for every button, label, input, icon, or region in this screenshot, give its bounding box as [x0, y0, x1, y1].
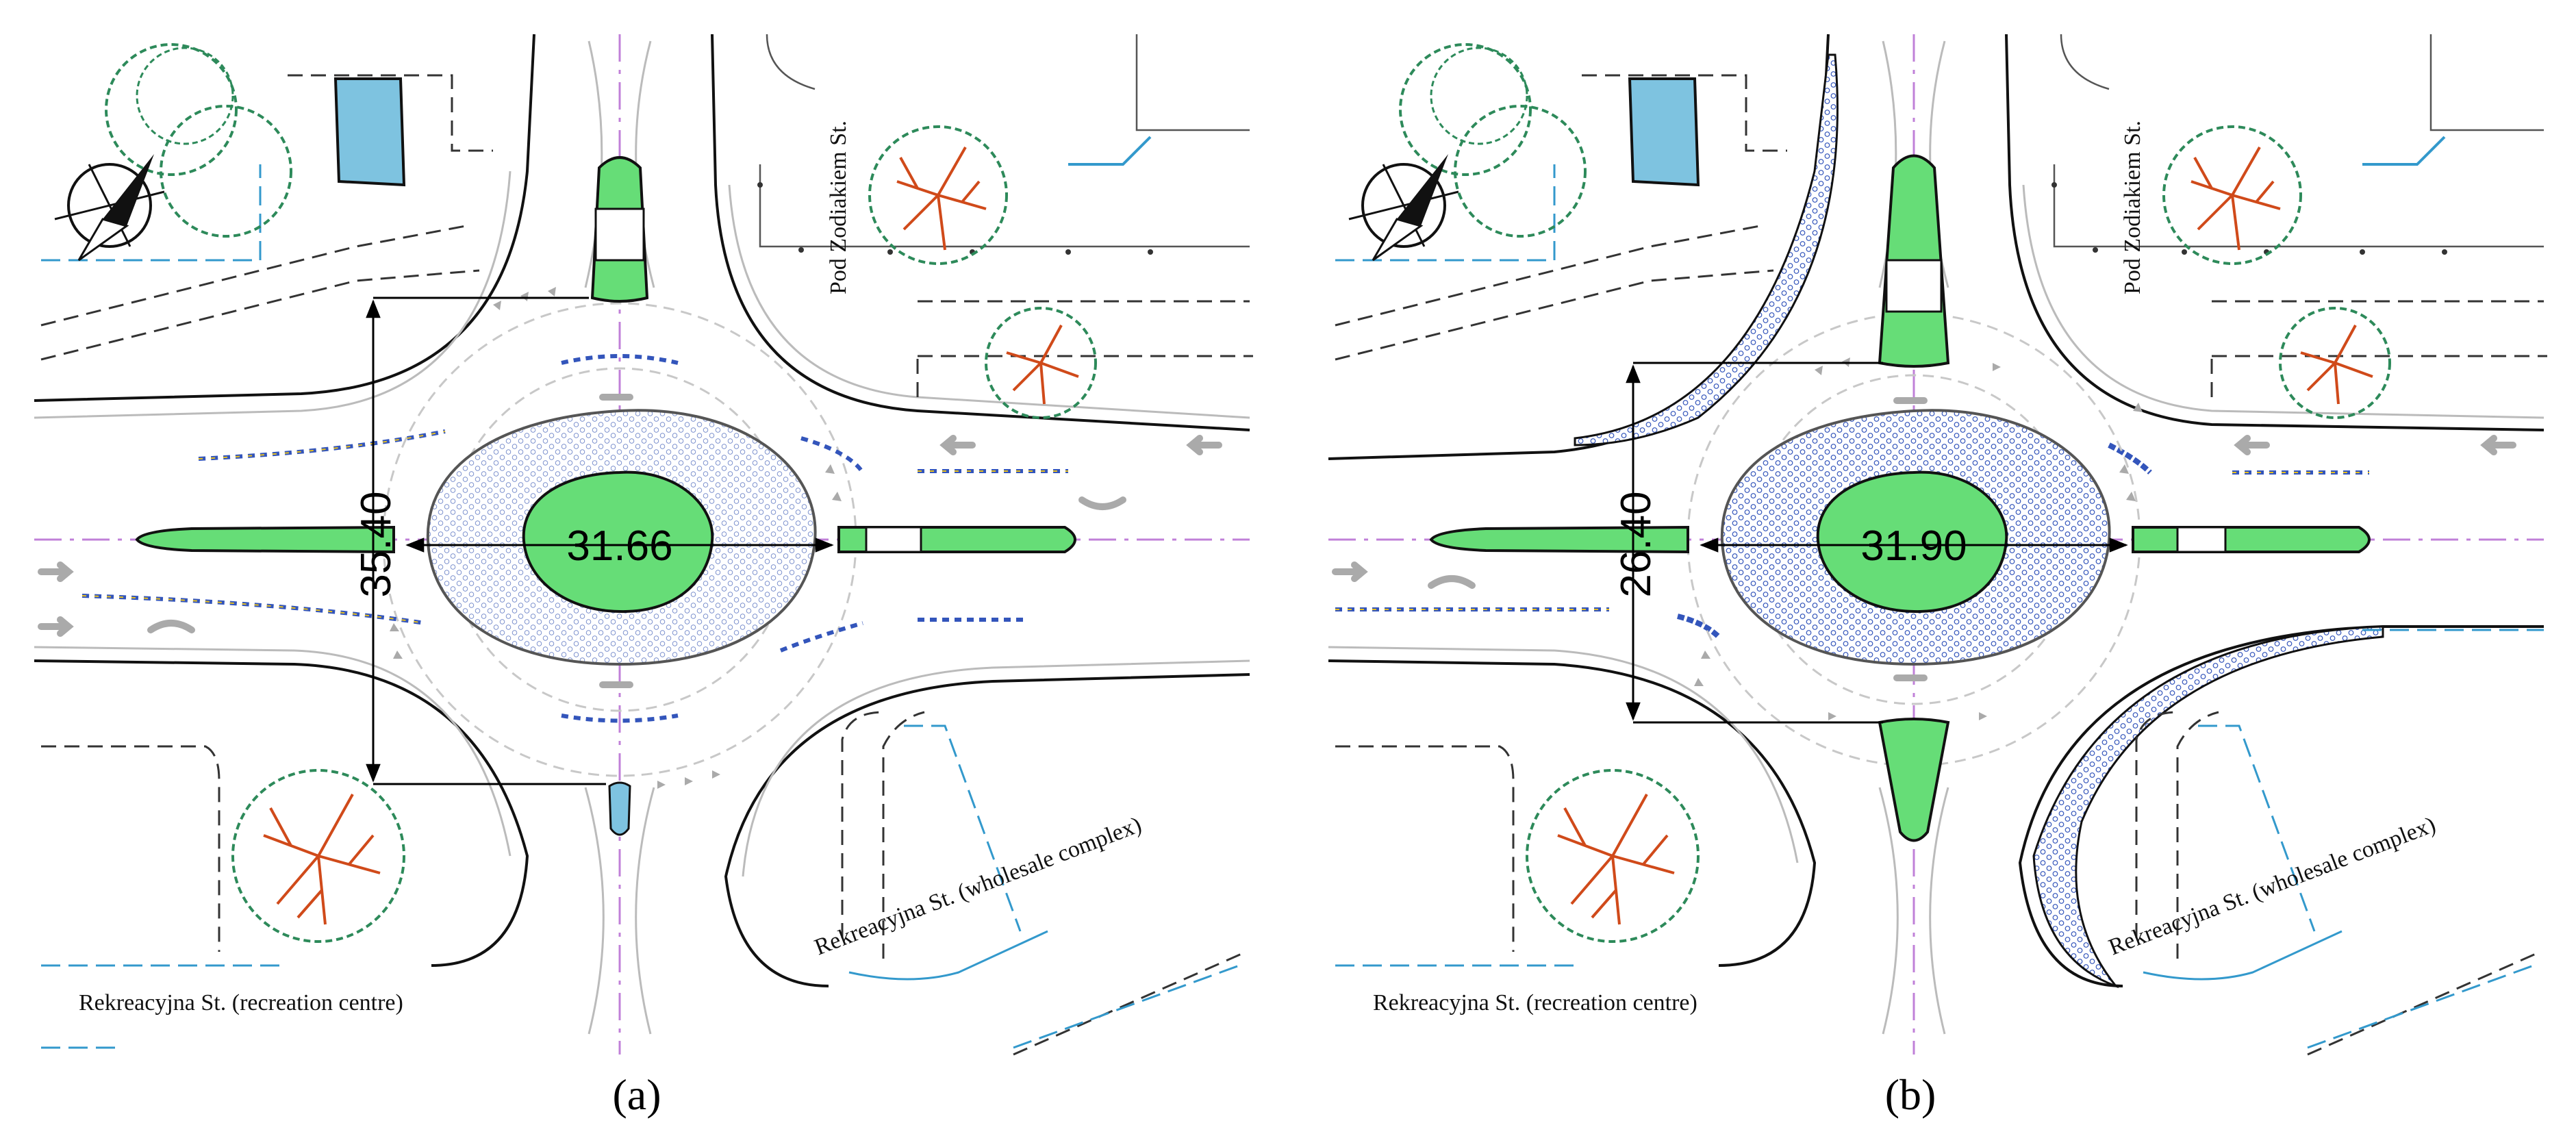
- tree-icon: [1399, 43, 1587, 238]
- street-label-north: Pod Zodiakiem St.: [826, 121, 851, 294]
- distance-label: 35.40: [353, 491, 400, 597]
- property-lines: [1335, 74, 2547, 1056]
- north-road-bounds: [759, 34, 1250, 248]
- side-apron-se: [2032, 625, 2384, 989]
- street-label-southeast: Rekreacyjna St. (wholesale complex): [811, 812, 1145, 961]
- caption-a: (a): [612, 1070, 661, 1119]
- tree-icon: [985, 307, 1097, 419]
- splitter-south: [1878, 718, 1950, 842]
- tree-icon: [2162, 125, 2302, 265]
- dimension-lines: [366, 296, 834, 785]
- splitter-west: [1429, 525, 1689, 554]
- yield-markings: [1694, 357, 2143, 720]
- dimension-lines: [1626, 362, 2128, 724]
- diameter-label: 31.90: [1860, 522, 1967, 570]
- road-offsets: [34, 40, 1250, 1035]
- caption-b: (b): [1885, 1070, 1936, 1119]
- street-label-southwest: Rekreacyjna St. (recreation centre): [79, 990, 403, 1015]
- lane-arrows: [38, 394, 1222, 688]
- north-road-bounds: [2053, 34, 2544, 248]
- splitter-east: [2132, 526, 2371, 553]
- north-arrow-icon: [54, 154, 165, 262]
- panel-a: 31.66 35.40 Pod Zodiakiem St. Rekreacyjn…: [34, 34, 1253, 1119]
- north-arrow-icon: [1348, 154, 1459, 262]
- panel-b: 31.90 26.40 Pod Zodiakiem St. Rekreacyjn…: [1328, 34, 2547, 1119]
- property-lines: [40, 74, 1253, 1056]
- street-label-southeast: Rekreacyjna St. (wholesale complex): [2106, 812, 2439, 961]
- street-label-southwest: Rekreacyjna St. (recreation centre): [1373, 990, 1697, 1015]
- utility-lines: [1335, 164, 2544, 1049]
- lane-arrows: [1332, 397, 2516, 681]
- building-icon: [333, 77, 406, 187]
- tree-icon: [2279, 307, 2391, 419]
- tree-icon: [868, 125, 1008, 265]
- distance-label: 26.40: [1613, 491, 1660, 597]
- splitter-south: [608, 781, 631, 836]
- splitter-west: [135, 525, 395, 554]
- tree-icon: [105, 43, 292, 238]
- tree-icon: [231, 769, 405, 943]
- building-icon: [1628, 77, 1700, 187]
- tree-icon: [1526, 769, 1700, 943]
- street-label-north: Pod Zodiakiem St.: [2120, 121, 2145, 294]
- diameter-label: 31.66: [566, 522, 672, 570]
- side-apron-nw: [1574, 53, 1839, 446]
- utility-lines: [41, 164, 1240, 1049]
